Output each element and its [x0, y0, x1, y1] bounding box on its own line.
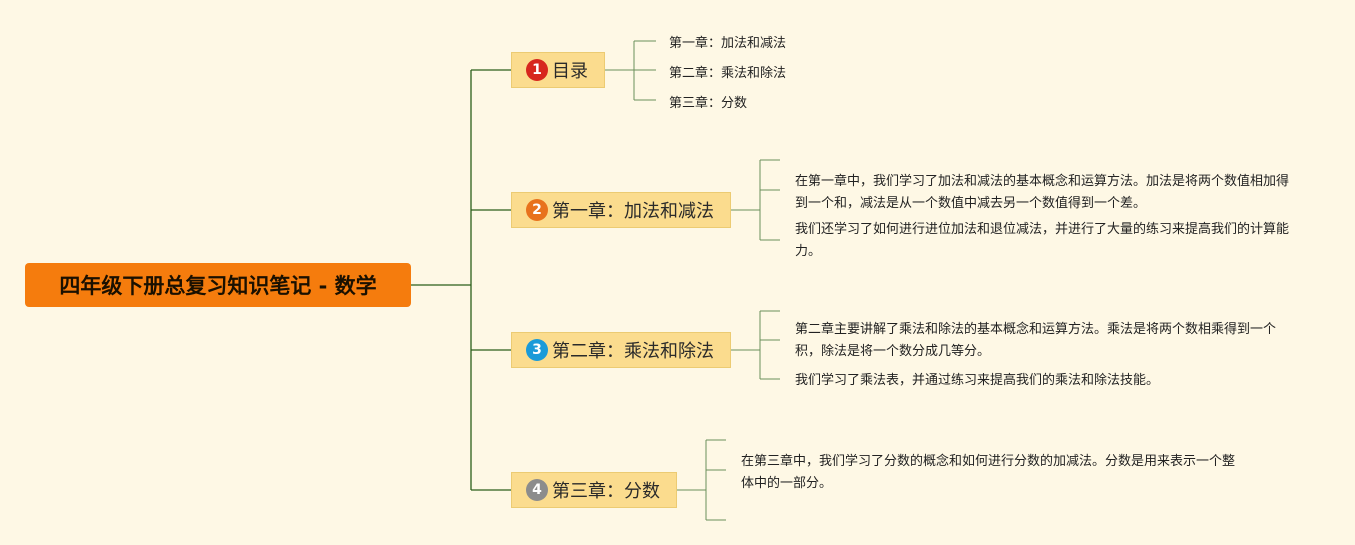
note-chapter-2-practice[interactable]: 我们学习了乘法表，并通过练习来提高我们的乘法和除法技能。	[795, 373, 1160, 388]
note-chapter-1-practice[interactable]: 我们还学习了如何进行进位加法和退位减法，并进行了大量的练习来提高我们的计算能力。	[795, 222, 1290, 259]
topic-contents[interactable]: 1 目录	[511, 52, 605, 88]
priority-4-icon: 4	[526, 479, 548, 501]
topic-label: 第二章：乘法和除法	[552, 341, 714, 362]
priority-2-icon: 2	[526, 199, 548, 221]
topic-chapter-2[interactable]: 3 第二章：乘法和除法	[511, 332, 731, 368]
subtopic-chapter-1[interactable]: 第一章：加法和减法	[669, 36, 787, 51]
subtopic-chapter-3[interactable]: 第三章：分数	[669, 96, 748, 111]
note-chapter-2-concepts[interactable]: 第二章主要讲解了乘法和除法的基本概念和运算方法。乘法是将两个数相乘得到一个积，除…	[795, 322, 1277, 359]
topic-chapter-1[interactable]: 2 第一章：加法和减法	[511, 192, 731, 228]
priority-1-icon: 1	[526, 59, 548, 81]
subtopic-chapter-2[interactable]: 第二章：乘法和除法	[669, 66, 787, 81]
topic-label: 第一章：加法和减法	[552, 201, 714, 222]
note-chapter-1-concepts[interactable]: 在第一章中，我们学习了加法和减法的基本概念和运算方法。加法是将两个数值相加得到一…	[795, 174, 1290, 211]
topic-label: 目录	[552, 61, 588, 82]
priority-3-icon: 3	[526, 339, 548, 361]
note-chapter-3-fractions[interactable]: 在第三章中，我们学习了分数的概念和如何进行分数的加减法。分数是用来表示一个整体中…	[741, 454, 1236, 491]
root-topic[interactable]: 四年级下册总复习知识笔记 - 数学	[25, 263, 411, 307]
topic-chapter-3[interactable]: 4 第三章：分数	[511, 472, 677, 508]
topic-label: 第三章：分数	[552, 481, 660, 502]
